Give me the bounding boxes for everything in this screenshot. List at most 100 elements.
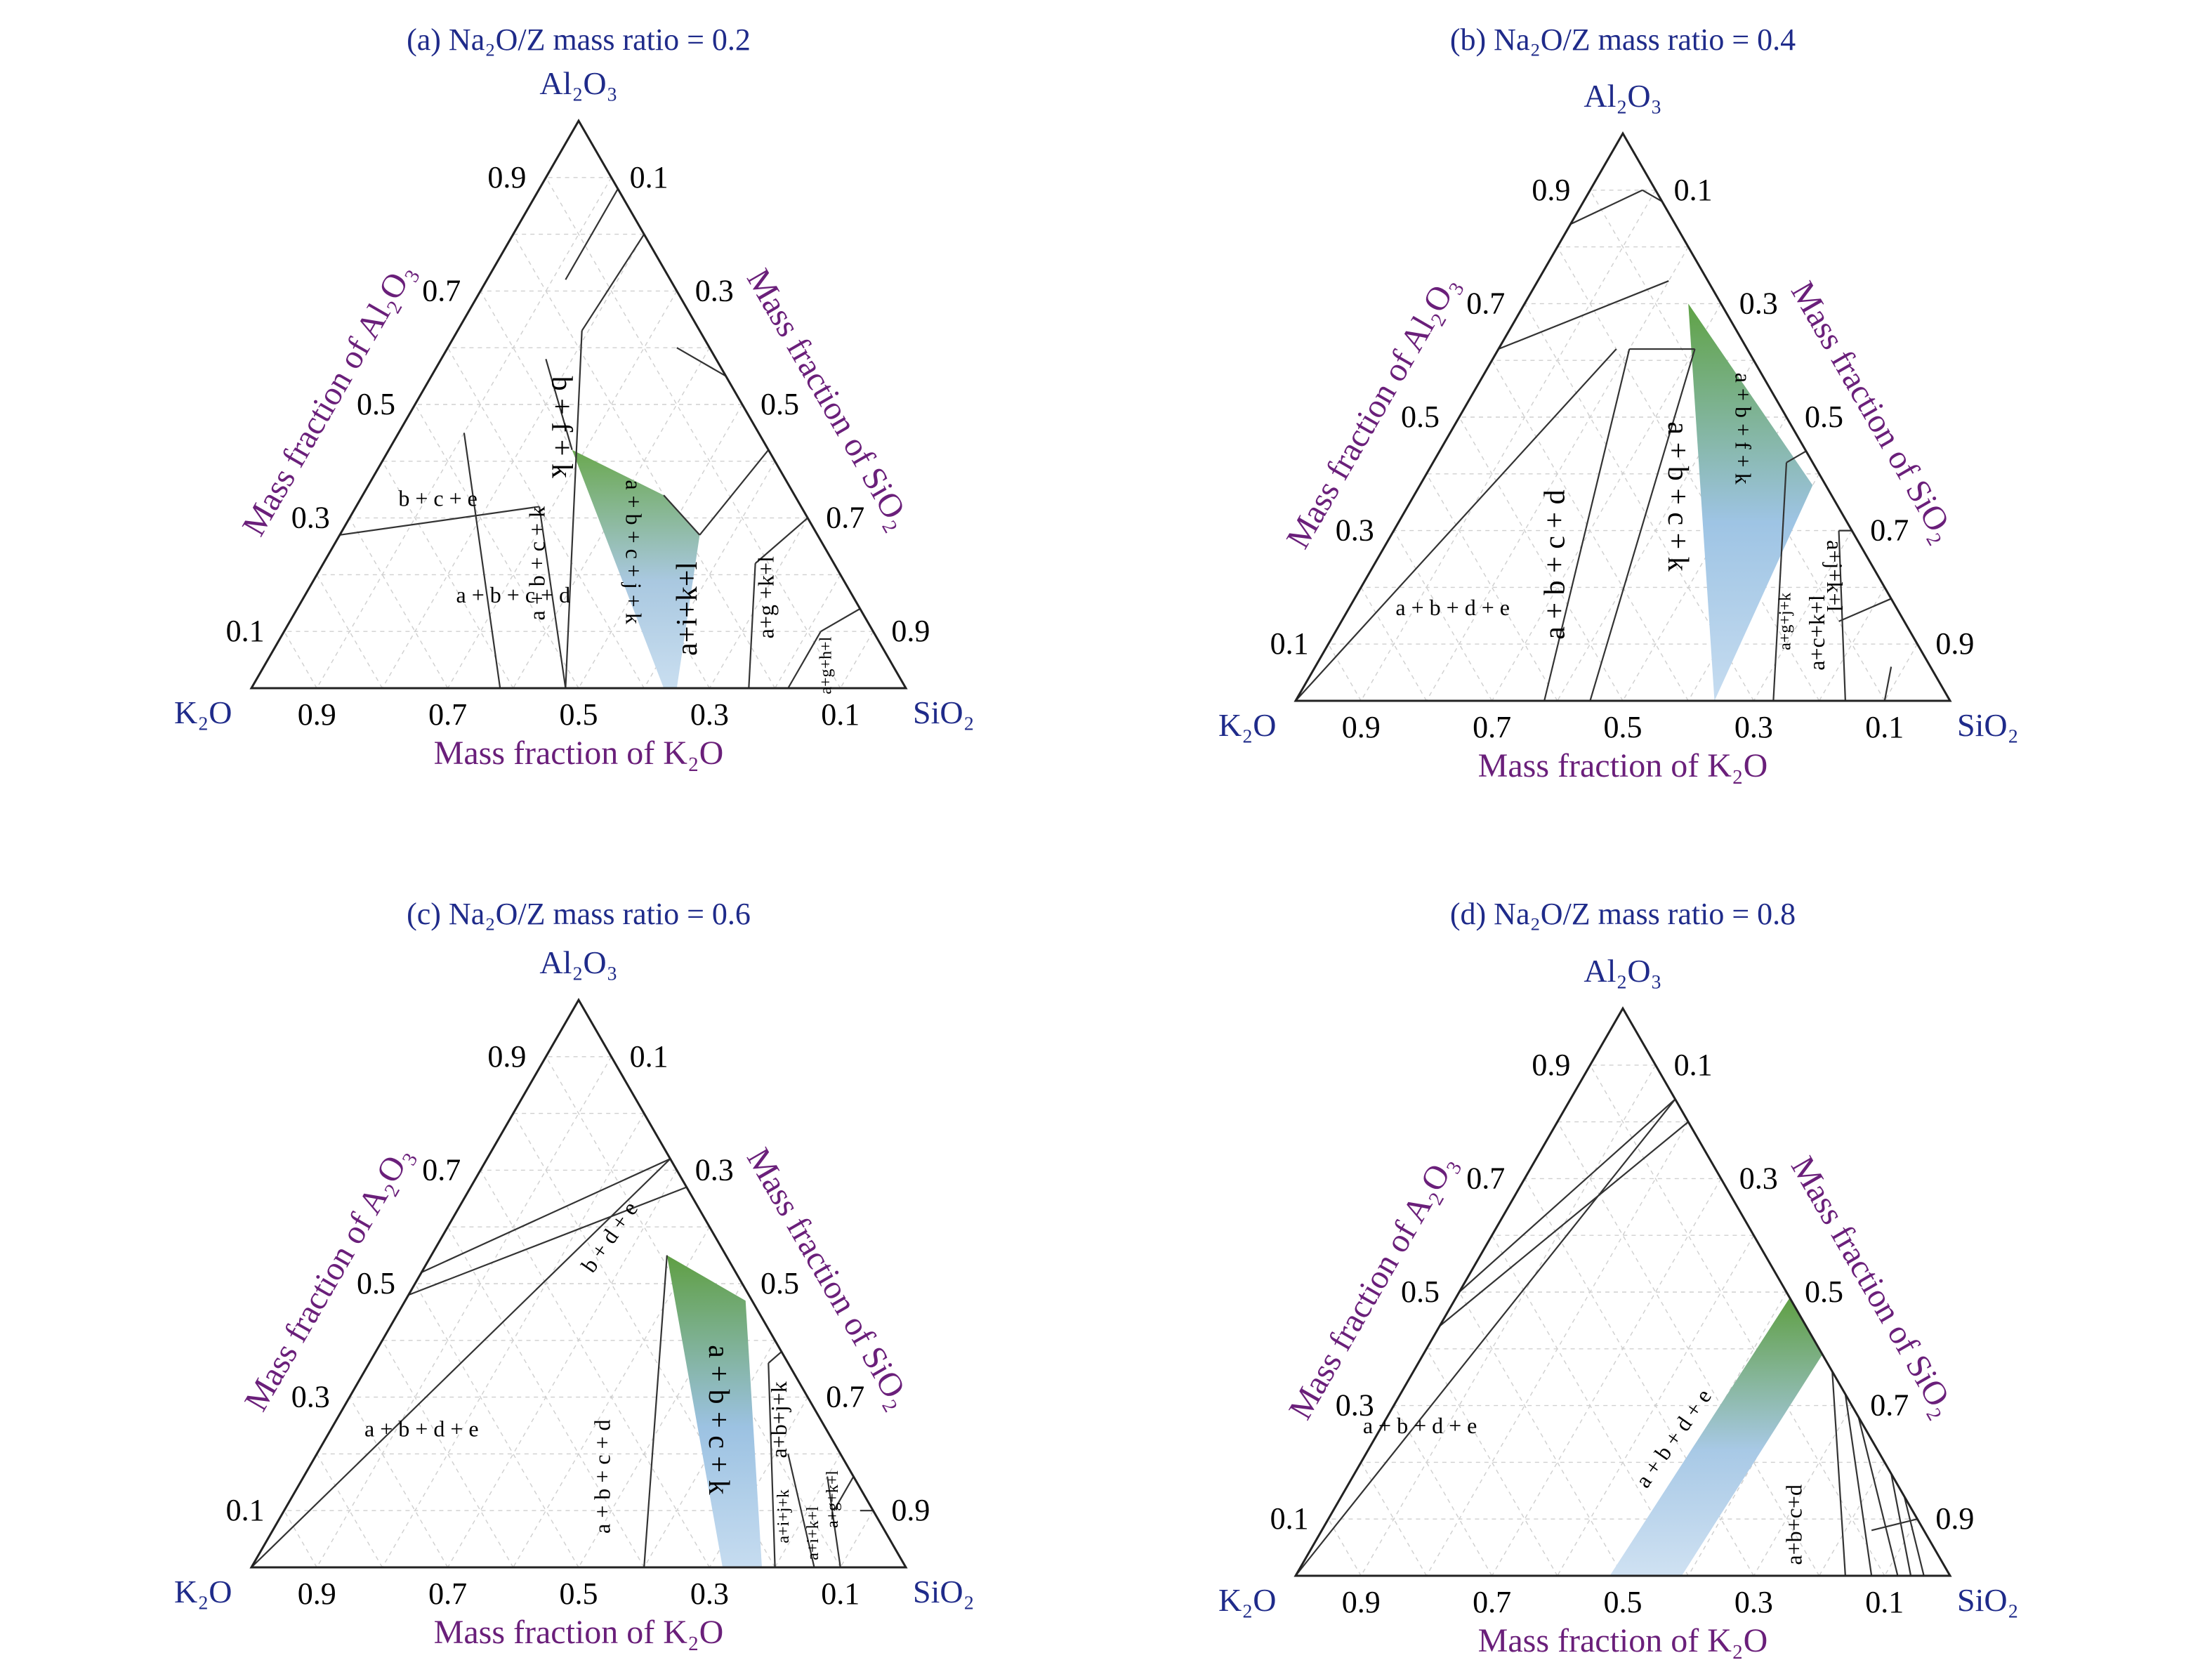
region-label: a+j+k+l bbox=[1822, 540, 1848, 612]
panel-title: (c) Na₂O/Z mass ratio = 0.6 bbox=[407, 897, 751, 931]
grid-line bbox=[447, 291, 678, 689]
tick-label-right: 0.9 bbox=[891, 1493, 930, 1527]
region-label: a+b+j+k bbox=[766, 1381, 791, 1458]
grid-line bbox=[1426, 473, 1558, 702]
highlight-region bbox=[666, 1255, 762, 1567]
tick-label-bottom: 0.3 bbox=[1734, 710, 1773, 744]
tick-label-bottom: 0.9 bbox=[298, 697, 336, 732]
phase-boundaries bbox=[1295, 1098, 1925, 1576]
phase-boundary bbox=[1459, 1098, 1676, 1293]
region-label: a + b + c + k bbox=[1661, 421, 1694, 571]
grid-line bbox=[513, 1226, 711, 1568]
phase-boundary bbox=[581, 234, 645, 331]
tick-label-right: 0.3 bbox=[695, 273, 734, 308]
tick-label-left: 0.7 bbox=[1466, 286, 1505, 320]
grid-line bbox=[283, 1510, 317, 1568]
triangle-outline bbox=[1293, 131, 1952, 702]
phase-boundary bbox=[339, 506, 540, 536]
grid-line bbox=[414, 404, 579, 689]
grid-line bbox=[643, 1340, 776, 1568]
grid-line bbox=[1884, 643, 1918, 702]
region-label: a + b + d + e bbox=[364, 1416, 479, 1441]
tick-label-left: 0.5 bbox=[1401, 1275, 1440, 1309]
phase-boundary bbox=[1871, 1518, 1918, 1532]
phase-boundary bbox=[1831, 1371, 1846, 1576]
tick-label-right: 0.1 bbox=[1674, 173, 1713, 207]
phase-boundary bbox=[251, 1158, 671, 1568]
tick-label-bottom: 0.1 bbox=[821, 1576, 860, 1611]
tick-label-left: 0.1 bbox=[1270, 1501, 1309, 1536]
phase-boundaries bbox=[251, 1158, 874, 1568]
phase-boundary bbox=[643, 1255, 668, 1568]
grid-line bbox=[1459, 416, 1624, 702]
phase-boundary bbox=[1498, 280, 1669, 350]
tick-label-left: 0.3 bbox=[291, 501, 330, 535]
tick-label-right: 0.5 bbox=[1805, 400, 1843, 434]
tick-label-bottom: 0.5 bbox=[1604, 710, 1642, 744]
grid-line bbox=[447, 347, 645, 689]
grid-line bbox=[1327, 643, 1362, 702]
phase-boundary bbox=[1439, 1121, 1689, 1327]
tick-label-bottom: 0.3 bbox=[690, 697, 729, 732]
grid-line bbox=[709, 518, 808, 689]
tick-label-right: 0.3 bbox=[1739, 1161, 1778, 1195]
grid-line bbox=[1459, 1291, 1624, 1576]
grid-line bbox=[1589, 190, 1885, 702]
phase-boundary bbox=[787, 1454, 815, 1568]
tick-label-left: 0.7 bbox=[1466, 1161, 1505, 1195]
tick-label-right: 0.1 bbox=[1674, 1048, 1713, 1082]
corner-label-top: Al₂O₃ bbox=[1584, 953, 1661, 989]
region-label: a+i+j+k bbox=[775, 1489, 793, 1543]
tick-label-bottom: 0.9 bbox=[1342, 1585, 1381, 1619]
region-label: b + f + k bbox=[545, 376, 577, 478]
corner-label-left: K₂O bbox=[174, 694, 232, 730]
tick-label-left: 0.9 bbox=[1532, 173, 1570, 207]
corner-label-left: K₂O bbox=[174, 1574, 232, 1609]
grid-line bbox=[1753, 1405, 1852, 1576]
tick-label-bottom: 0.7 bbox=[1473, 710, 1511, 744]
tick-label-right: 0.1 bbox=[630, 1039, 669, 1074]
grid-line bbox=[513, 234, 776, 689]
phase-boundary bbox=[1883, 666, 1892, 702]
tick-label-bottom: 0.1 bbox=[1865, 710, 1904, 744]
grid-line bbox=[1557, 1121, 1820, 1576]
grid-line bbox=[643, 461, 776, 689]
tick-label-left: 0.9 bbox=[1532, 1048, 1570, 1082]
grid-line bbox=[1557, 1234, 1755, 1576]
region-label: a+g+j+k bbox=[1777, 593, 1795, 650]
tick-label-right: 0.7 bbox=[826, 1380, 864, 1414]
tick-label-left: 0.5 bbox=[357, 1266, 395, 1301]
phase-boundary bbox=[1838, 530, 1846, 702]
grid-line bbox=[283, 631, 317, 689]
tick-label-bottom: 0.1 bbox=[821, 697, 860, 732]
phase-boundary bbox=[833, 1476, 855, 1511]
region-label: a+i+k+l bbox=[804, 1506, 822, 1560]
tick-label-left: 0.3 bbox=[1336, 1388, 1374, 1423]
corner-label-left: K₂O bbox=[1218, 707, 1276, 743]
tick-label-bottom: 0.9 bbox=[298, 1576, 336, 1611]
tick-label-left: 0.7 bbox=[422, 1152, 461, 1187]
axis-label-bottom: Mass fraction of K₂O bbox=[1478, 1622, 1768, 1659]
region-label: a+b+c+d bbox=[1781, 1484, 1806, 1565]
grid-line bbox=[1753, 530, 1852, 702]
grid-line bbox=[1491, 360, 1689, 702]
phase-boundary bbox=[1890, 1473, 1912, 1576]
grid-line bbox=[1393, 530, 1493, 702]
phase-boundary bbox=[768, 1351, 782, 1364]
phase-boundary bbox=[787, 631, 822, 689]
grid-line bbox=[840, 631, 874, 689]
panel-title: (d) Na₂O/Z mass ratio = 0.8 bbox=[1450, 897, 1796, 931]
phase-boundary bbox=[1543, 348, 1631, 702]
region-label: a + b + d + e bbox=[1363, 1413, 1477, 1438]
tick-label-left: 0.5 bbox=[357, 387, 395, 421]
tick-label-left: 0.9 bbox=[487, 160, 526, 195]
grid-line bbox=[1589, 1065, 1885, 1576]
grid-line bbox=[1360, 190, 1657, 702]
highlight-region bbox=[572, 449, 700, 688]
triangle-outline bbox=[249, 997, 908, 1569]
